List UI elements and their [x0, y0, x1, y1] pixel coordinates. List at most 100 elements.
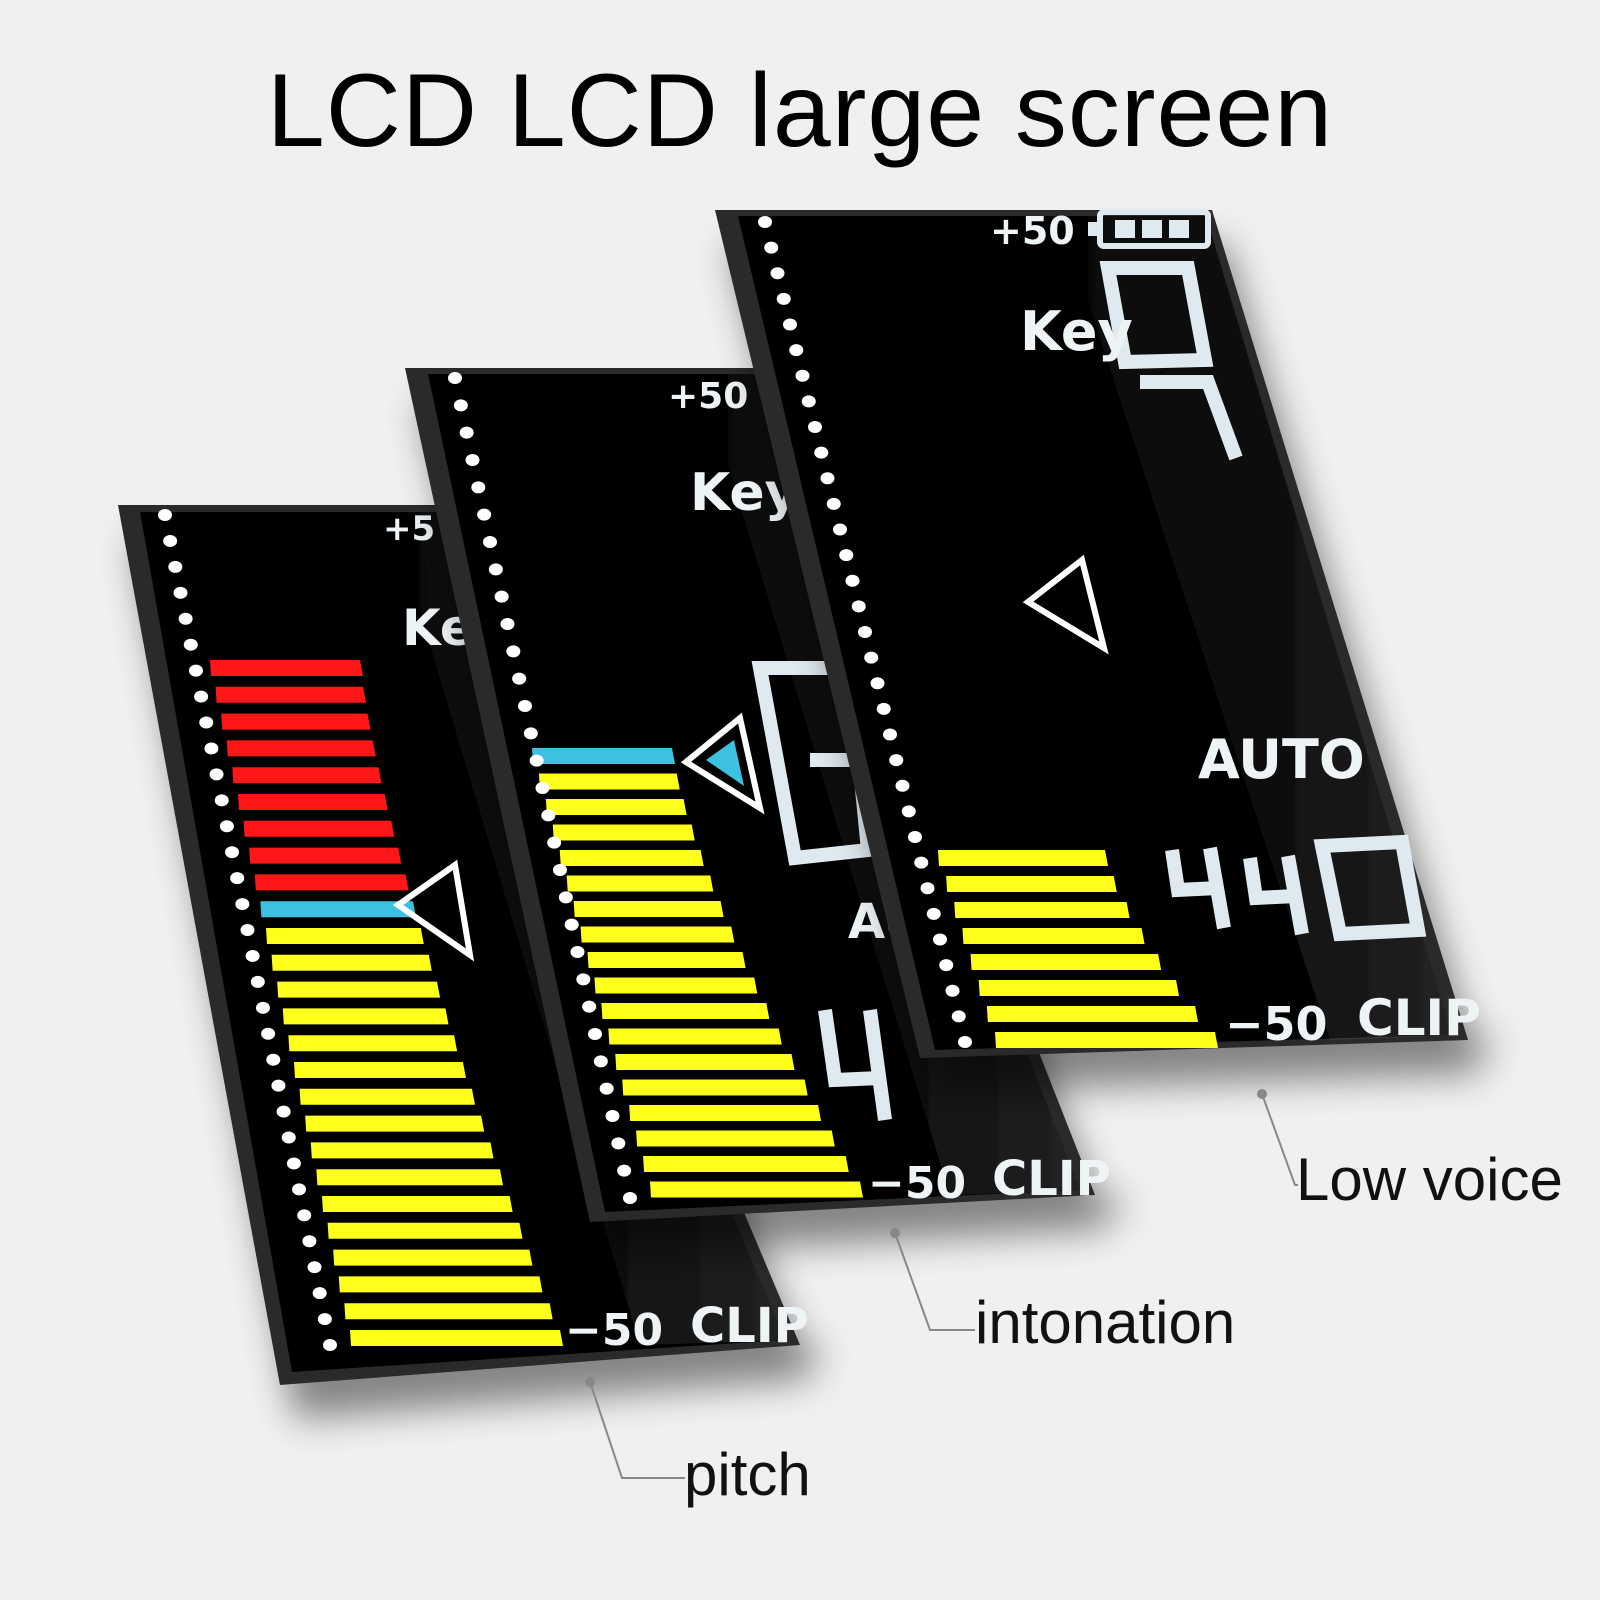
scale-bottom-pitch: −50 — [565, 1305, 663, 1356]
meter-bar — [210, 660, 363, 676]
meter-bar — [249, 847, 402, 864]
meter-bar — [350, 1330, 563, 1346]
meter-bar — [316, 1169, 503, 1186]
scale-dot — [448, 372, 462, 384]
meter-bar — [615, 1054, 795, 1070]
scale-dot — [570, 946, 585, 958]
scale-dot — [281, 1131, 296, 1144]
scale-dot — [889, 754, 904, 767]
scale-dot — [302, 1235, 317, 1248]
scale-dot — [204, 742, 219, 755]
meter-bar — [962, 928, 1145, 944]
scale-dot — [582, 1000, 597, 1013]
clip-label-intonation: CLIP — [992, 1151, 1111, 1207]
page-title: LCD LCD large screen — [266, 53, 1334, 169]
scale-dot — [783, 318, 797, 331]
scale-dot — [312, 1287, 327, 1300]
scale-dot — [605, 1110, 620, 1122]
clip-label-low-voice: CLIP — [1357, 989, 1481, 1047]
scale-dot — [776, 292, 791, 305]
scale-dot — [758, 216, 772, 228]
meter-bar — [986, 1006, 1199, 1022]
meter-bar — [573, 901, 724, 917]
meter-bar — [221, 713, 371, 730]
meter-bar — [226, 740, 376, 757]
meter-bar — [946, 876, 1117, 892]
lcd-panel-low-voice: +50 Key AUTO −50 CLIP — [715, 209, 1481, 1058]
meter-bar — [580, 926, 735, 943]
scale-dot — [895, 779, 910, 792]
scale-dot — [939, 959, 954, 972]
level-meter-pitch — [210, 660, 563, 1346]
meter-bar — [636, 1130, 835, 1147]
scale-dot — [876, 702, 891, 715]
scale-bottom-intonation: −50 — [868, 1158, 966, 1209]
level-meter-low-voice — [938, 850, 1218, 1048]
scale-dot — [235, 898, 250, 911]
meter-bar — [552, 824, 695, 841]
meter-bar — [978, 980, 1180, 996]
scale-dot — [488, 563, 503, 576]
meter-bar — [622, 1079, 808, 1096]
meter-bar — [266, 928, 424, 944]
scale-dot — [199, 716, 214, 729]
scale-dot — [323, 1339, 337, 1351]
scale-dot — [230, 872, 245, 885]
meter-bar — [282, 1008, 449, 1025]
scale-dot — [611, 1137, 626, 1150]
scale-dot — [240, 924, 255, 936]
scale-top-intonation: +50 — [668, 376, 748, 417]
scale-top-pitch: +5 — [383, 509, 435, 549]
scale-dot — [307, 1261, 322, 1274]
scale-dot — [870, 677, 885, 690]
scale-dot — [864, 651, 879, 664]
meter-bar — [260, 901, 416, 918]
meter-bar — [327, 1222, 523, 1239]
scale-dot — [286, 1157, 301, 1170]
scale-dot — [901, 805, 916, 818]
scale-dot — [465, 454, 480, 466]
scale-dot — [564, 918, 579, 931]
meter-bar — [232, 767, 382, 784]
level-meter-intonation — [532, 748, 863, 1198]
scale-dot — [471, 481, 486, 494]
scale-dot — [833, 523, 847, 536]
scale-top-low-voice: +50 — [990, 209, 1075, 253]
meter-bar — [333, 1249, 533, 1266]
scale-dot — [529, 754, 544, 767]
scale-dot — [958, 1036, 972, 1048]
scale-dot — [599, 1082, 614, 1095]
meter-bar — [288, 1035, 458, 1052]
meter-bar — [254, 874, 409, 891]
scale-dot — [553, 864, 567, 876]
meter-bar — [629, 1105, 822, 1121]
scale-dot — [764, 241, 779, 254]
scale-dot — [770, 267, 785, 280]
scale-dot — [945, 984, 960, 997]
scale-dot — [194, 690, 209, 703]
scale-dot — [576, 973, 591, 986]
scale-dot — [266, 1053, 281, 1066]
scale-dot — [920, 882, 935, 895]
scale-dot — [623, 1192, 637, 1204]
auto-label-low-voice: AUTO — [1198, 728, 1365, 791]
scale-dot — [801, 395, 816, 408]
callout-lines — [585, 1089, 1298, 1479]
scale-dot — [588, 1028, 602, 1040]
meter-bar — [344, 1303, 553, 1320]
meter-bar — [608, 1028, 782, 1045]
scale-dot — [250, 975, 265, 988]
clip-label-pitch: CLIP — [690, 1298, 809, 1354]
scale-dot — [214, 794, 229, 807]
meter-bar — [277, 981, 441, 998]
scale-dot — [541, 809, 556, 822]
scale-dot — [820, 472, 835, 485]
scale-dot — [178, 612, 193, 625]
scale-dot — [494, 590, 509, 603]
meter-bar — [650, 1181, 863, 1198]
scale-dot — [617, 1164, 632, 1177]
scale-dot — [188, 664, 203, 677]
scale-dot — [483, 536, 497, 548]
scale-dot — [518, 700, 532, 712]
